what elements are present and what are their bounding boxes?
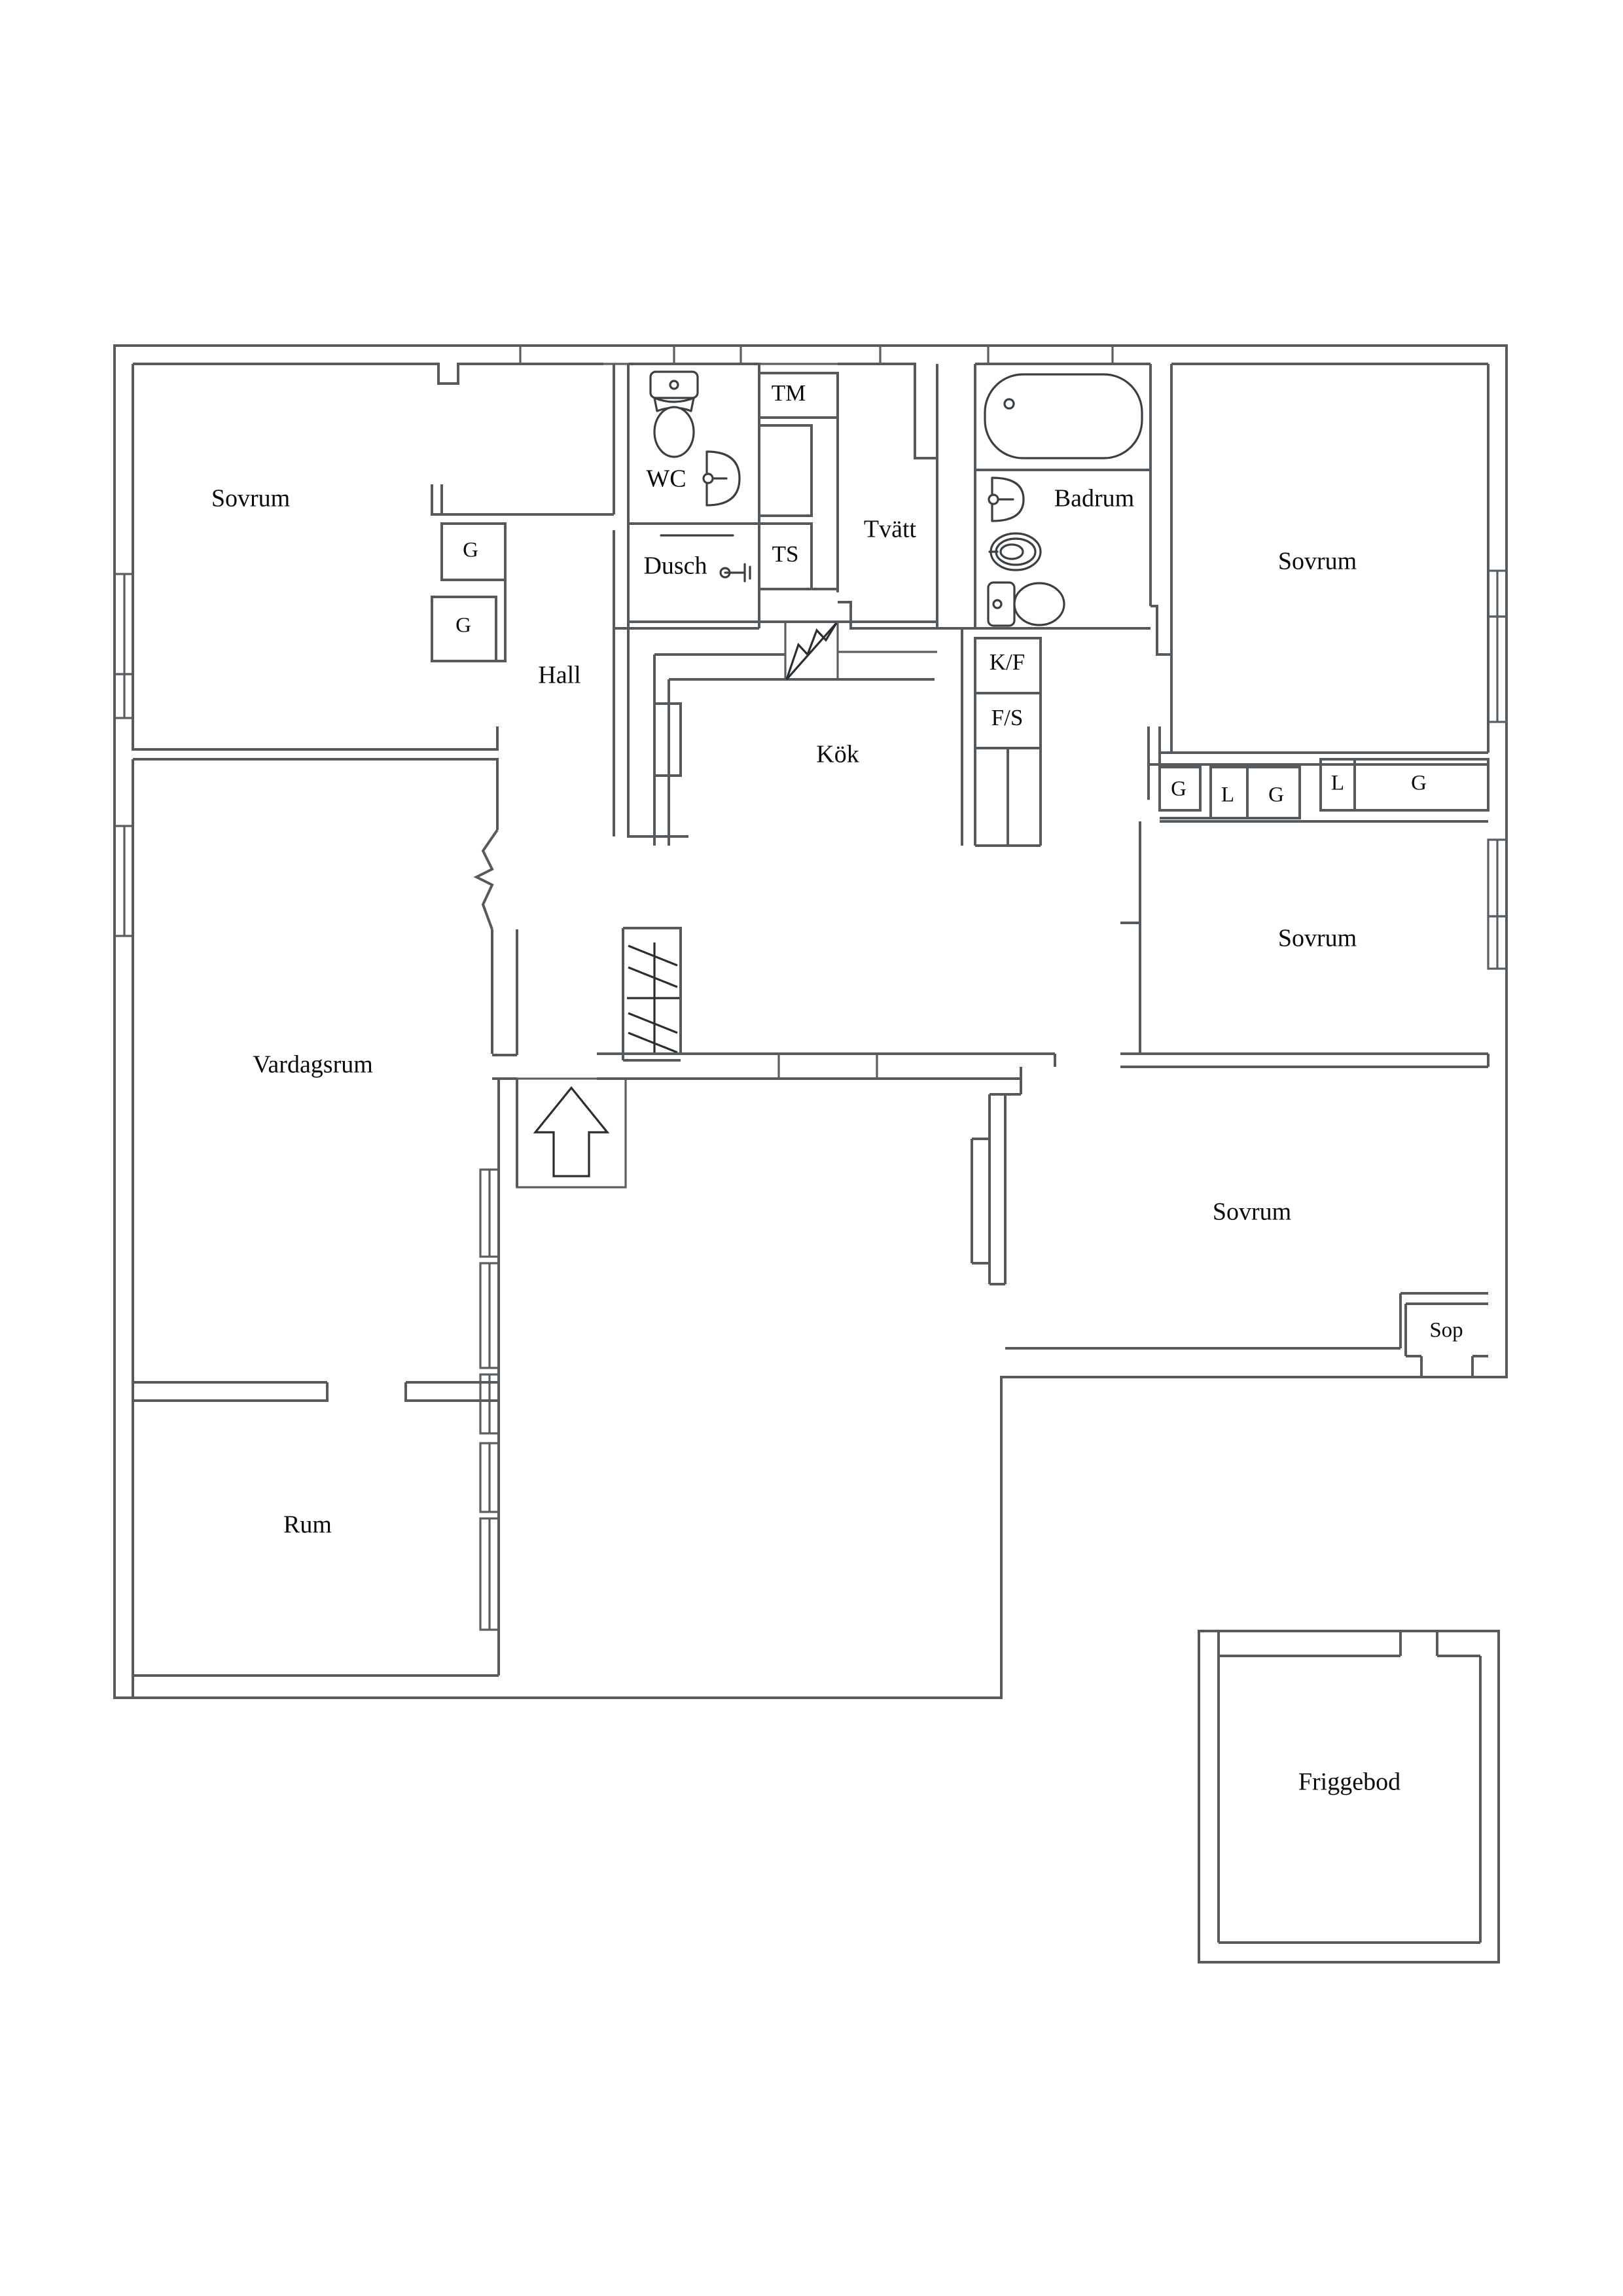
window-group-left — [115, 573, 134, 937]
room-tvatt — [838, 363, 938, 630]
room-label-vardagsrum: Vardagsrum — [253, 1051, 373, 1079]
room-label-dusch: Dusch — [643, 552, 707, 580]
closet-label-g-row-1: G — [1171, 778, 1186, 801]
closet-label-sop: Sop — [1429, 1319, 1463, 1342]
room-label-sovrum-nw: Sovrum — [211, 485, 290, 512]
closet-label-l-row-1: L — [1221, 783, 1234, 807]
room-label-friggebod: Friggebod — [1298, 1768, 1400, 1796]
room-sovrum-nw — [132, 363, 603, 751]
room-sovrum-ne — [1150, 363, 1489, 753]
wc-sink-icon — [702, 450, 741, 507]
closet-label-g-row-2: G — [1268, 783, 1284, 807]
hall-closets — [431, 484, 614, 662]
closet-label-g-hall-lower: G — [455, 614, 471, 637]
laundry-column — [758, 372, 839, 628]
structure-friggebod — [1198, 1630, 1500, 1964]
appliance-labels: TM TS K/F F/S — [772, 380, 1025, 730]
appliance-label-ts: TS — [772, 541, 799, 567]
room-label-sovrum-ne: Sovrum — [1278, 548, 1357, 575]
room-label-rum: Rum — [283, 1511, 332, 1539]
badrum-sink-icon — [988, 476, 1025, 522]
room-rum — [132, 1381, 500, 1677]
stairs-icon — [622, 927, 682, 1062]
room-label-wc: WC — [646, 465, 686, 493]
closet-label-l-row-2: L — [1331, 772, 1344, 795]
appliance-label-tm: TM — [772, 380, 806, 406]
room-label-tvatt: Tvätt — [864, 516, 917, 543]
room-kok — [628, 620, 937, 846]
badrum-toilet-icon — [987, 581, 1065, 627]
appliance-label-fs: F/S — [991, 705, 1024, 730]
outer-envelope — [113, 344, 1508, 1699]
wc-toilet-icon — [649, 370, 699, 458]
room-badrum — [974, 363, 1152, 630]
sop-closet — [1404, 1302, 1488, 1377]
bathtub-icon — [984, 373, 1143, 459]
closet-label-g-hall-upper: G — [463, 539, 478, 562]
room-wc — [628, 363, 760, 525]
room-label-sovrum-se: Sovrum — [1213, 1198, 1291, 1226]
room-label-badrum: Badrum — [1054, 485, 1134, 512]
room-label-hall: Hall — [538, 662, 580, 689]
closet-labels: G G G L G L G Sop — [455, 539, 1463, 1342]
kitchen-sink-symbol — [785, 622, 838, 681]
room-sovrum-e — [1120, 821, 1489, 1068]
room-label-sovrum-e: Sovrum — [1278, 925, 1357, 952]
mid-horizontal-wall — [597, 1052, 1056, 1080]
closet-label-g-row-3: G — [1411, 772, 1427, 795]
shower-head-icon — [719, 563, 751, 583]
bidet-icon — [988, 532, 1042, 571]
room-labels: Sovrum Hall WC Dusch Tvätt Kök Badrum So… — [211, 465, 1400, 1796]
appliance-label-kf: K/F — [990, 649, 1025, 675]
window-group-inner-right — [479, 1168, 499, 1631]
room-sovrum-se — [971, 1067, 1488, 1377]
closet-row-east — [1147, 726, 1489, 823]
pantry-column — [937, 627, 1042, 847]
room-label-kok: Kök — [816, 741, 859, 768]
